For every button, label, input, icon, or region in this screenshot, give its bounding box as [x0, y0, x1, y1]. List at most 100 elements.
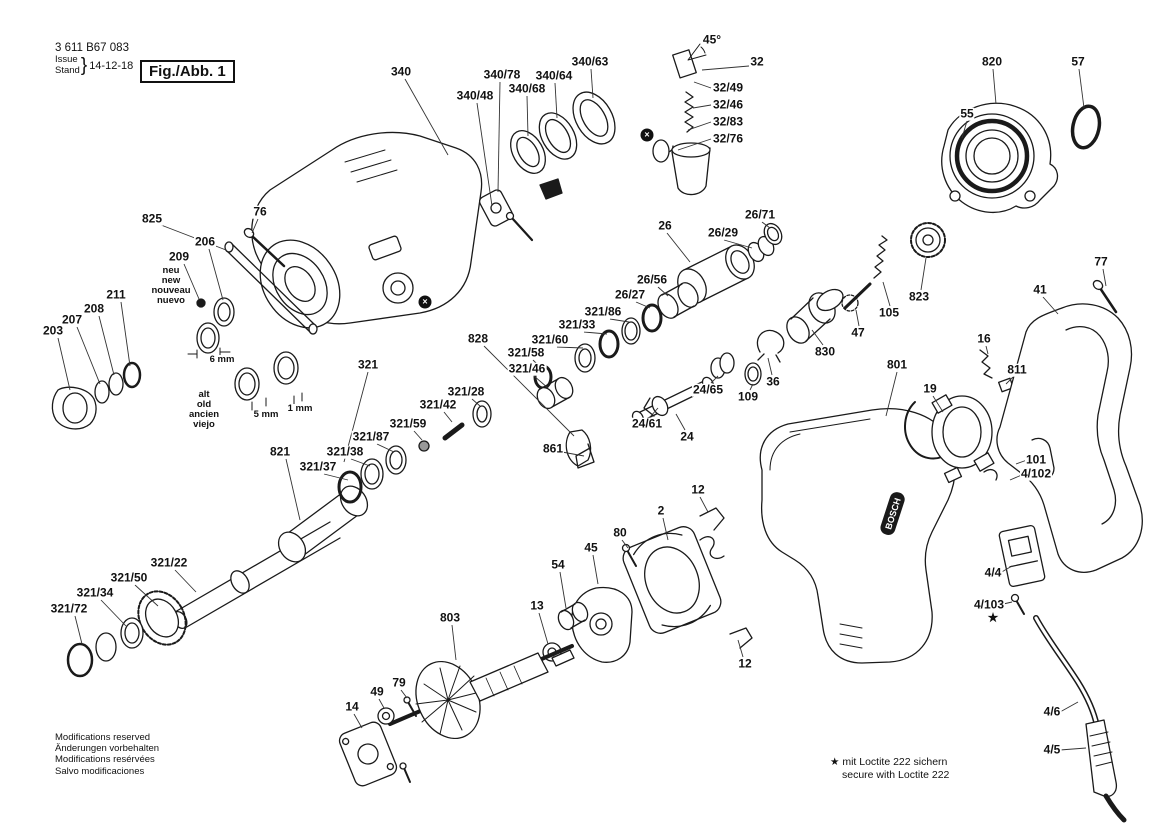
- cord-guard-4-5: [1085, 719, 1127, 823]
- leader-line: [476, 102, 493, 207]
- stator-2: [622, 526, 725, 634]
- leader-line: [811, 329, 824, 346]
- grease-tube-825: [224, 241, 318, 335]
- issue-date: 14-12-18: [89, 60, 134, 72]
- loctite-note: ★ mit Loctite 222 sichern secure with Lo…: [830, 756, 949, 782]
- leader-line: [526, 95, 529, 137]
- leader-line: [251, 218, 259, 234]
- leader-line: [583, 331, 608, 335]
- leader-line: [692, 104, 712, 109]
- gear-shaft-47: [841, 282, 872, 312]
- leader-line: [998, 601, 1013, 606]
- front-rings: [94, 297, 303, 411]
- leader-line: [985, 345, 989, 355]
- handle-41: [996, 303, 1143, 573]
- leader-line: [761, 221, 771, 229]
- barrel-rings: [510, 91, 616, 174]
- leader-line: [538, 612, 549, 645]
- leader-line: [677, 138, 712, 151]
- chuck-cap-203: [51, 386, 97, 430]
- leader-line: [323, 473, 349, 481]
- leader-line: [76, 326, 101, 385]
- plate-and-screw: [479, 178, 563, 242]
- leader-line: [590, 68, 594, 99]
- leader-line: [961, 120, 968, 139]
- leader-line: [183, 263, 200, 300]
- leader-line: [920, 257, 927, 291]
- leader-line: [413, 430, 423, 441]
- leader-line: [443, 411, 453, 423]
- leader-line: [1005, 376, 1014, 385]
- modifications-line: Salvo modificaciones: [55, 765, 145, 777]
- leader-line: [592, 554, 599, 585]
- power-cord-4-6: [1033, 615, 1100, 729]
- issue-label-de: Stand: [55, 65, 80, 76]
- leader-line: [710, 375, 719, 384]
- issue-label-en: Issue: [55, 54, 78, 66]
- figure-label: Fig./Abb. 1: [140, 60, 235, 83]
- screw-79: [403, 696, 417, 717]
- leader-line: [767, 357, 773, 376]
- leader-line: [882, 281, 891, 307]
- leader-line: [693, 81, 712, 89]
- leader-line: [666, 232, 691, 263]
- screw-80: [621, 543, 637, 567]
- loctite-line: ★ mit Loctite 222 sichern: [830, 756, 948, 768]
- leader-line: [749, 383, 754, 391]
- leader-line: [208, 248, 224, 301]
- striker-24: [631, 376, 715, 426]
- leader-line: [400, 689, 408, 699]
- leader-line: [497, 81, 501, 193]
- leader-line: [609, 318, 630, 323]
- washers-and-clip: [710, 329, 785, 386]
- mode-selector-parts: [652, 43, 711, 196]
- leader-line: [1059, 747, 1087, 751]
- leader-line: [635, 301, 651, 309]
- leader-line: [723, 239, 753, 249]
- gear-housing: [251, 131, 483, 329]
- ring-chain-lower: [337, 400, 492, 504]
- leader-line: [1102, 268, 1107, 287]
- leader-line: [471, 398, 481, 407]
- leader-line: [657, 286, 669, 297]
- leader-line: [285, 458, 301, 521]
- motor-housing: BOSCH: [759, 408, 956, 664]
- leader-line: [74, 615, 83, 645]
- leader-line: [483, 345, 575, 437]
- spindle-321-22: [172, 521, 341, 630]
- leader-line: [554, 82, 558, 119]
- piston-26-56: [657, 282, 699, 319]
- switch-4-4: [998, 524, 1046, 615]
- leader-line: [932, 395, 944, 413]
- sleeve-54: [557, 601, 589, 631]
- sleeve-830: [786, 288, 844, 344]
- leader-line: [1059, 701, 1079, 713]
- leader-line: [1078, 68, 1085, 109]
- rear-rings: [66, 617, 144, 678]
- leader-line: [100, 599, 127, 627]
- leader-line: [533, 375, 549, 389]
- leader-line: [649, 407, 659, 418]
- bearing-flange-820: [941, 102, 1059, 213]
- ring-chain-upper: [533, 303, 663, 390]
- leader-line: [57, 337, 71, 391]
- baffle-plate-14: [338, 721, 411, 787]
- leader-line: [687, 121, 712, 131]
- leader-line: [160, 224, 227, 251]
- modifications-line: Änderungen vorbehalten: [55, 743, 160, 755]
- leader-line: [451, 624, 457, 661]
- screw-77: [1092, 279, 1118, 314]
- leader-line: [350, 458, 371, 467]
- leader-line: [701, 65, 750, 71]
- leader-line: [174, 569, 197, 593]
- leader-line: [621, 539, 629, 549]
- sleeve-321-46: [536, 376, 574, 410]
- doc-number: 3 611 B67 083: [55, 42, 129, 54]
- leader-line: [134, 584, 159, 607]
- leader-line: [343, 371, 369, 463]
- leader-line: [1009, 473, 1025, 481]
- loctite-line: secure with Loctite 222: [842, 769, 950, 782]
- brace: }: [80, 55, 88, 76]
- brush-gear: [904, 349, 1031, 484]
